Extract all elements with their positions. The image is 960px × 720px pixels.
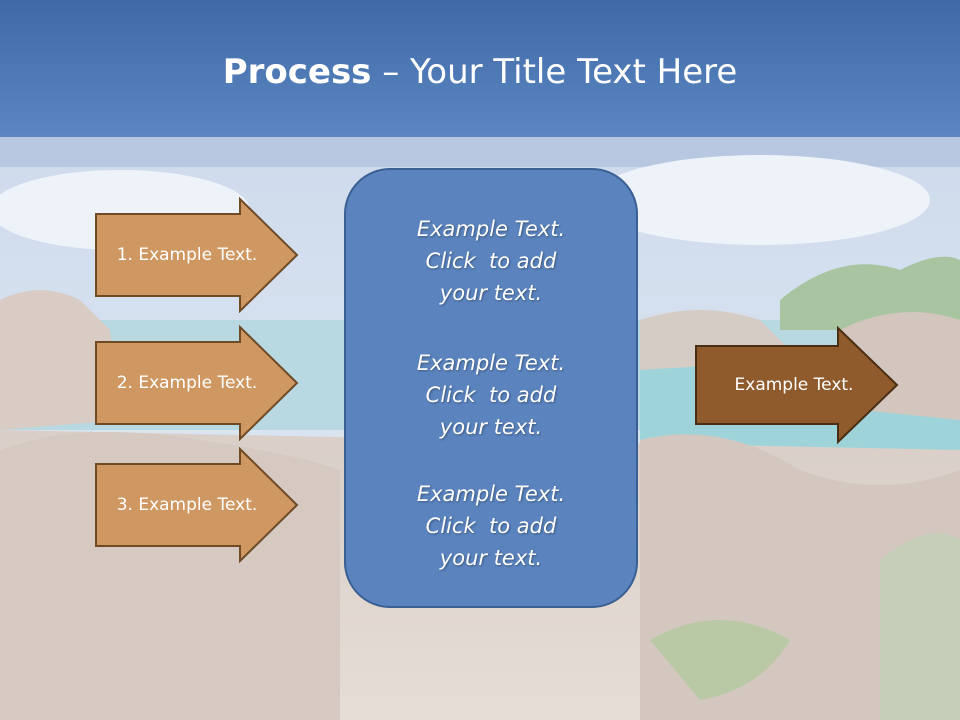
arrow-shape (695, 326, 899, 444)
title-bar (0, 0, 960, 137)
center-text-line: Example Text. (416, 217, 566, 241)
center-text-line: Click to add (425, 383, 557, 407)
output-arrow[interactable]: Example Text. (694, 326, 900, 444)
center-text-line: Click to add (425, 514, 557, 538)
arrow-shape (95, 197, 299, 313)
center-text-line: Example Text. (416, 351, 566, 375)
step-arrow-3[interactable]: 3. Example Text. (94, 447, 300, 563)
slide-title-rest: – Your Title Text Here (371, 52, 738, 92)
step-label-2: 2. Example Text. (116, 373, 258, 393)
center-text-line: your text. (439, 546, 543, 570)
center-text-line: your text. (439, 415, 543, 439)
slide-title-bold: Process (222, 52, 372, 92)
center-text-block-3[interactable]: Example Text. Click to add your text. (344, 478, 638, 574)
center-content-box[interactable] (344, 168, 638, 608)
step-label-3: 3. Example Text. (116, 495, 258, 515)
step-arrow-1[interactable]: 1. Example Text. (94, 197, 300, 313)
step-label-1: 1. Example Text. (116, 245, 258, 265)
arrow-shape (95, 447, 299, 563)
center-text-line: Example Text. (416, 482, 566, 506)
slide-title: Process – Your Title Text Here (0, 52, 960, 92)
center-text-block-1[interactable]: Example Text. Click to add your text. (344, 213, 638, 309)
center-text-line: your text. (439, 281, 543, 305)
output-label: Example Text. (734, 375, 854, 395)
center-text-block-2[interactable]: Example Text. Click to add your text. (344, 347, 638, 443)
arrow-shape (95, 325, 299, 441)
center-text-line: Click to add (425, 249, 557, 273)
step-arrow-2[interactable]: 2. Example Text. (94, 325, 300, 441)
